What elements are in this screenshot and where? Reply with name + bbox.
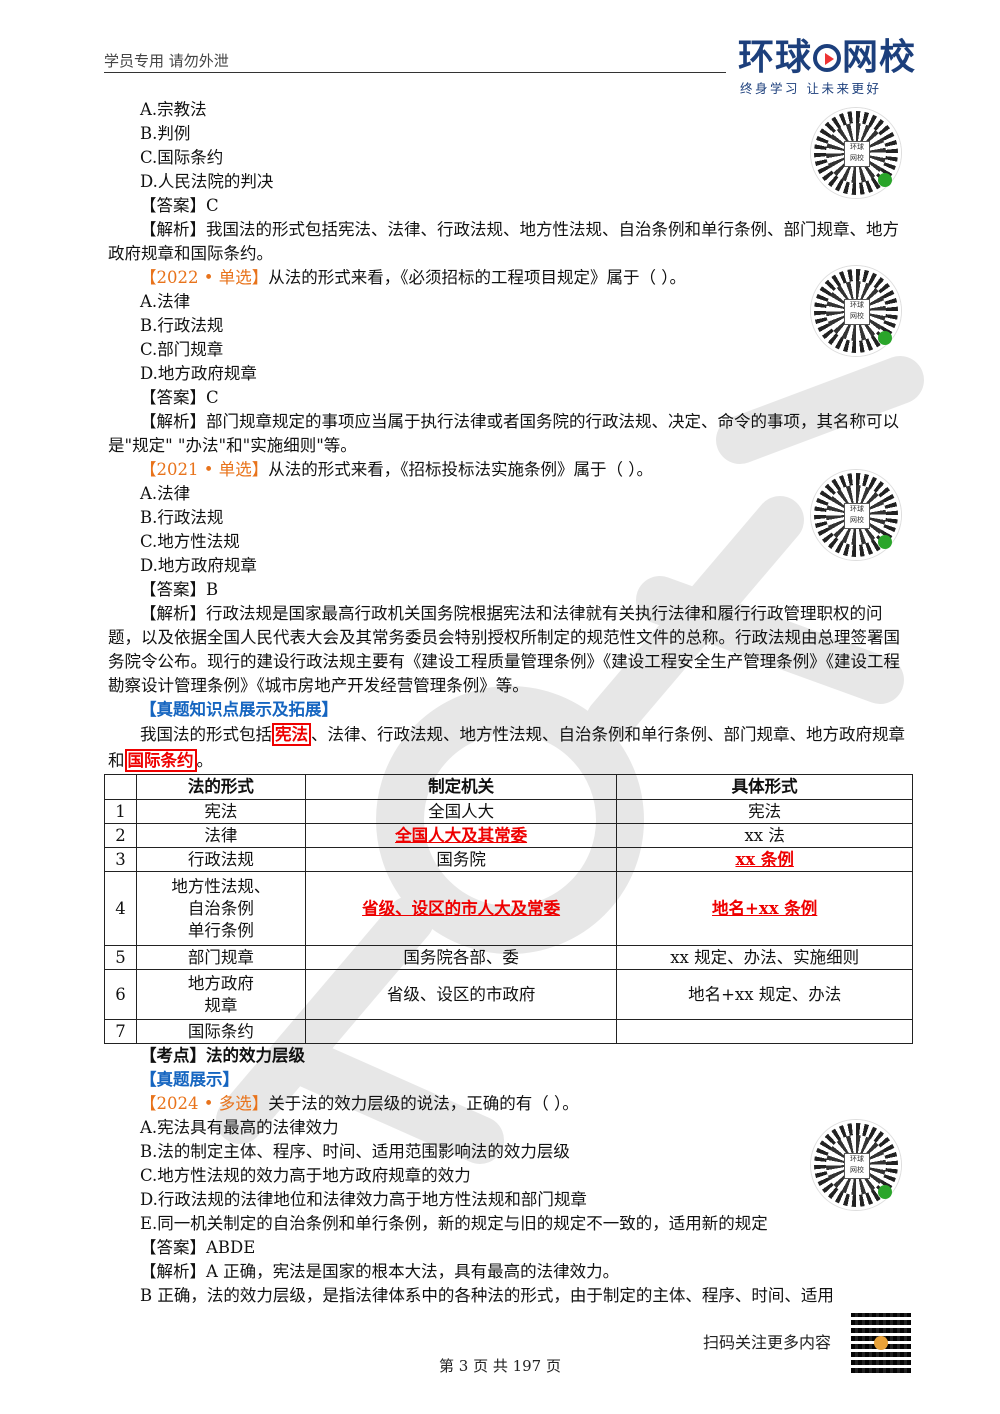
qr-code-icon[interactable] — [851, 1313, 911, 1373]
play-circle-icon — [813, 44, 842, 72]
option: A.宪法具有最高的法律效力 — [140, 1118, 339, 1137]
table-row: 5 部门规章 国务院各部、委 xx 规定、办法、实施细则 — [104, 945, 913, 970]
option: D.行政法规的法律地位和法律效力高于地方性法规和部门规章 — [140, 1190, 587, 1209]
highlight-box: 国际条约 — [124, 749, 197, 772]
table-row: 6 地方政府规章 省级、设区的市政府 地名+xx 规定、办法 — [104, 969, 913, 1020]
qr-code-icon[interactable]: 环球网校 — [811, 1120, 901, 1210]
table-header: 具体形式 — [616, 774, 913, 800]
option: A.法律 — [140, 292, 191, 311]
option: C.部门规章 — [140, 340, 224, 359]
qr-code-icon[interactable]: 环球网校 — [811, 266, 901, 356]
table-row: 4 地方性法规、自治条例单行条例 省级、设区的市人大及常委 地名+xx 条例 — [104, 871, 913, 946]
analysis: 【解析】行政法规是国家最高行政机关国务院根据宪法和法律就有关执行法律和履行行政管… — [108, 604, 900, 695]
table-row: 3 行政法规 国务院 xx 条例 — [104, 847, 913, 872]
table-row: 1 宪法 全国人大 宪法 — [104, 799, 913, 824]
header-confidential-text: 学员专用 请勿外泄 — [104, 52, 229, 70]
option: D.地方政府规章 — [140, 556, 257, 575]
question-2022: 【2022 • 单选】从法的形式来看，《必须招标的工程项目规定》属于（ ）。 — [140, 268, 686, 287]
section-heading: 【真题知识点展示及拓展】 — [140, 700, 338, 719]
answer: 【答案】B — [140, 580, 219, 599]
document-body: A.宗教法 B.判例 C.国际条约 D.人民法院的判决 【答案】C 【解析】我国… — [104, 98, 914, 1308]
option: D.地方政府规章 — [140, 364, 257, 383]
knowledge-intro: 我国法的形式包括宪法、法律、行政法规、地方性法规、自治条例和单行条例、部门规章、… — [108, 723, 905, 772]
table-header: 制定机关 — [304, 774, 618, 800]
qr-code-icon[interactable]: 环球网校 — [811, 108, 901, 198]
page-number: 第 3 页 共 197 页 — [438, 1357, 561, 1375]
option: D.人民法院的判决 — [140, 172, 274, 191]
question-tag: 【2021 • 单选】 — [140, 460, 269, 479]
logo-text-2: 网校 — [842, 37, 917, 78]
option: B.行政法规 — [140, 508, 224, 527]
option: B.行政法规 — [140, 316, 224, 335]
law-forms-table: 法的形式 制定机关 具体形式 1 宪法 全国人大 宪法 2 法律 全国人大及其常… — [104, 774, 913, 1044]
answer: 【答案】C — [140, 388, 219, 407]
question-tag: 【2022 • 单选】 — [140, 268, 269, 287]
option: B.判例 — [140, 124, 191, 143]
table-header-row: 法的形式 制定机关 具体形式 — [104, 774, 913, 800]
header-divider — [104, 72, 726, 73]
question-2024: 【2024 • 多选】关于法的效力层级的说法，正确的有（ ）。 — [140, 1094, 579, 1113]
table-row: 2 法律 全国人大及其常委 xx 法 — [104, 823, 913, 848]
table-row: 7 国际条约 — [104, 1019, 913, 1044]
analysis: 【解析】A 正确，宪法是国家的根本大法，具有最高的法律效力。 — [140, 1262, 620, 1281]
table-header — [104, 774, 137, 800]
analysis: 【解析】部门规章规定的事项应当属于执行法律或者国务院的行政法规、决定、命令的事项… — [108, 412, 899, 455]
analysis: 【解析】我国法的形式包括宪法、法律、行政法规、地方性法规、自治条例和单行条例、部… — [108, 220, 899, 263]
answer: 【答案】C — [140, 196, 219, 215]
highlight-box: 宪法 — [272, 723, 311, 746]
logo-slogan: 终身学习 让未来更好 — [740, 81, 882, 96]
question-tag: 【2024 • 多选】 — [140, 1094, 269, 1113]
option: A.法律 — [140, 484, 191, 503]
option: A.宗教法 — [140, 100, 207, 119]
answer: 【答案】ABDE — [140, 1238, 256, 1257]
qr-code-icon[interactable]: 环球网校 — [811, 470, 901, 560]
brand-logo: 环球网校 终身学习 让未来更好 — [738, 38, 918, 97]
footer-scan-text: 扫码关注更多内容 — [703, 1333, 832, 1352]
kaodian-heading: 【考点】法的效力层级 — [140, 1046, 305, 1065]
section-subheading: 【真题展示】 — [140, 1070, 239, 1089]
option: C.地方性法规 — [140, 532, 240, 551]
logo-text-1: 环球 — [738, 37, 813, 78]
option: C.地方性法规的效力高于地方政府规章的效力 — [140, 1166, 471, 1185]
analysis-continued: B 正确，法的效力层级，是指法律体系中的各种法的形式，由于制定的主体、程序、时间… — [140, 1286, 834, 1305]
option: E.同一机关制定的自治条例和单行条例，新的规定与旧的规定不一致的，适用新的规定 — [140, 1214, 768, 1233]
question-2021: 【2021 • 单选】从法的形式来看，《招标投标法实施条例》属于（ ）。 — [140, 460, 653, 479]
option: B.法的制定主体、程序、时间、适用范围影响法的效力层级 — [140, 1142, 570, 1161]
option: C.国际条约 — [140, 148, 224, 167]
table-header: 法的形式 — [135, 774, 306, 800]
